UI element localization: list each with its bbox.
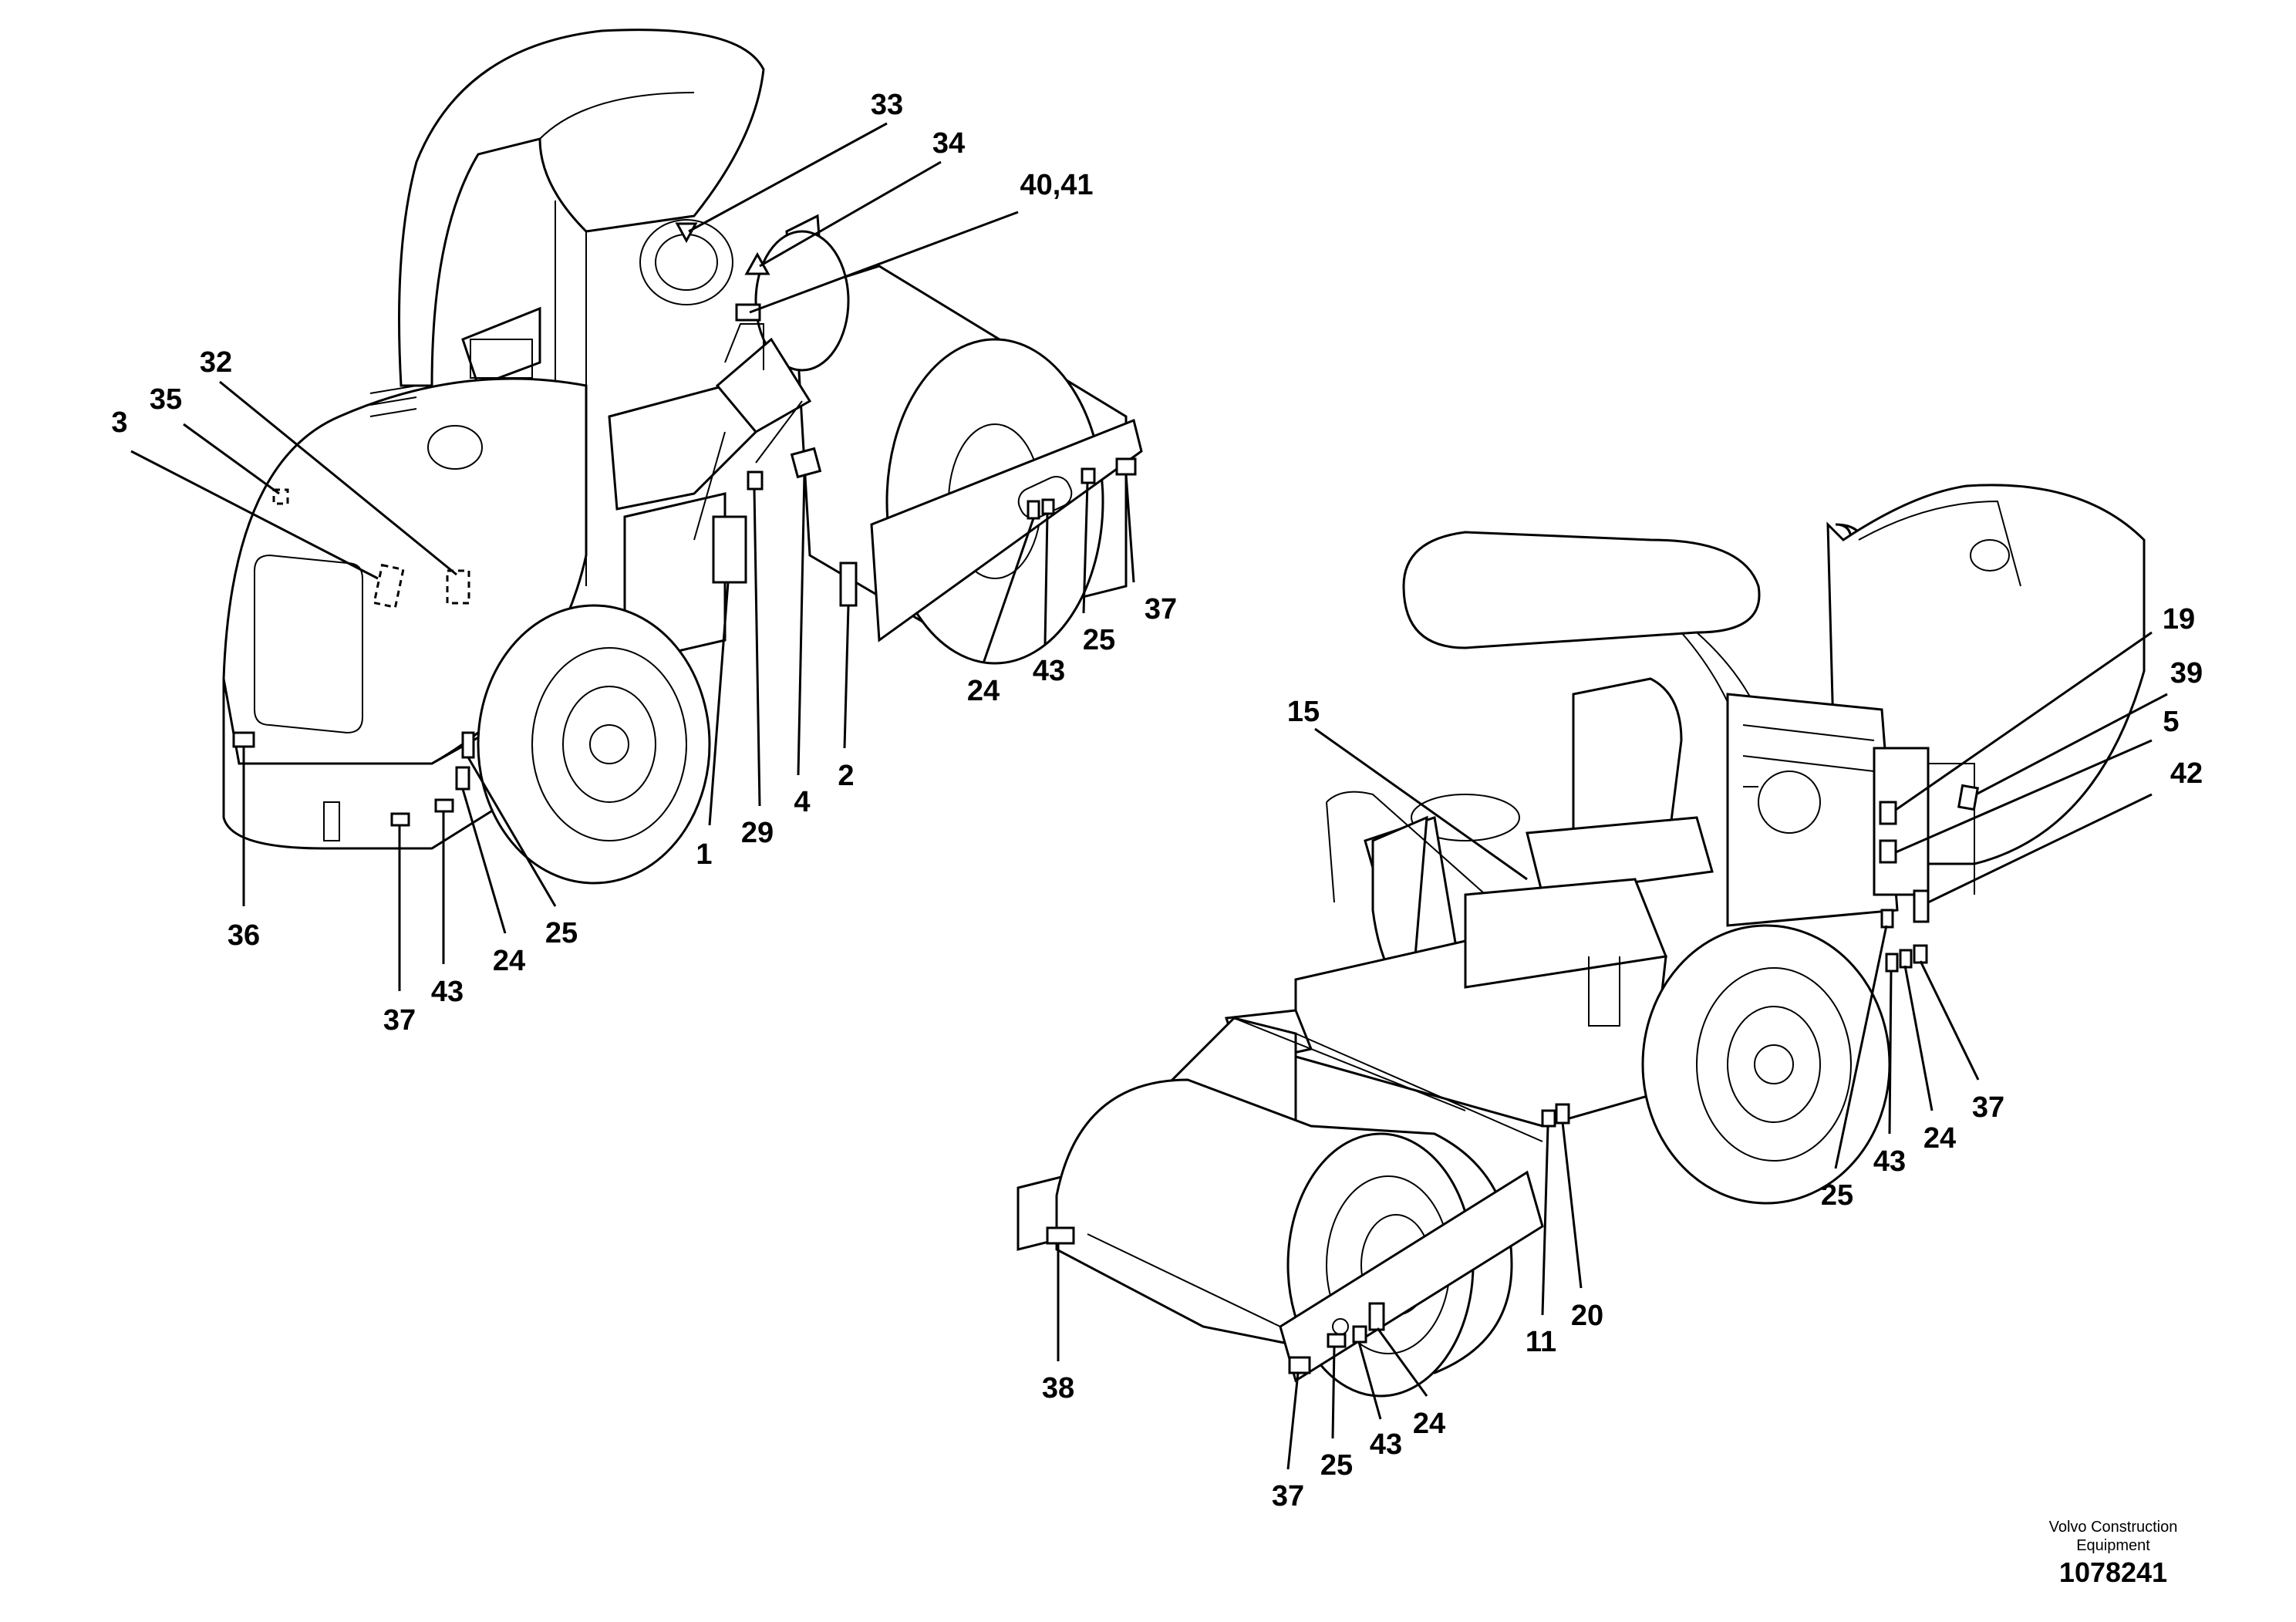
- callout-25-l-rear: 25: [545, 917, 578, 949]
- callout-20: 20: [1571, 1300, 1603, 1332]
- left-roller-illustration: [222, 29, 1143, 885]
- callout-24-r-rear: 24: [1923, 1122, 1956, 1155]
- callout-15: 15: [1287, 696, 1320, 728]
- decal-24-r-front: [1368, 1302, 1385, 1331]
- callout-40-41: 40,41: [1020, 169, 1093, 201]
- callout-24-r-front: 24: [1413, 1408, 1445, 1440]
- footer-company-line1: Volvo Construction: [2048, 1519, 2178, 1536]
- right-roller-illustration: [1017, 484, 2146, 1398]
- decal-32: [446, 569, 470, 605]
- drawing-number: 1078241: [2058, 1556, 2168, 1588]
- decal-36: [232, 731, 255, 748]
- decal-33: [675, 222, 698, 244]
- callout-39: 39: [2170, 657, 2203, 690]
- decal-25-r-front: [1327, 1333, 1347, 1348]
- decal-25-l-rear: [461, 731, 475, 759]
- decal-5: [1879, 839, 1897, 864]
- decal-11: [1541, 1109, 1556, 1128]
- right-callout-labels: 19 39 5 42 15 25 43 24 37 11 20 38 37 25…: [1042, 603, 2203, 1512]
- decal-37-r-front: [1288, 1356, 1311, 1374]
- callout-5: 5: [2163, 706, 2179, 738]
- decal-43-l-front: [1041, 498, 1055, 515]
- decal-24-l-front: [1027, 500, 1040, 520]
- decal-24-l-rear: [455, 766, 470, 791]
- callout-37-l-rear: 37: [383, 1004, 416, 1037]
- callout-33: 33: [871, 89, 903, 121]
- callout-4: 4: [794, 786, 810, 818]
- decal-2: [839, 561, 858, 607]
- decal-4: [790, 447, 822, 479]
- decal-25-l-front: [1081, 467, 1096, 484]
- callout-36: 36: [228, 919, 260, 952]
- decal-19: [1879, 801, 1897, 825]
- decal-40-41: [735, 303, 761, 322]
- decal-25-r-rear: [1880, 909, 1894, 929]
- decal-1: [712, 515, 747, 584]
- decal-37-l-rear: [390, 812, 410, 827]
- right-leader-lines: [1057, 631, 2168, 1470]
- callout-25-l-front: 25: [1083, 624, 1115, 656]
- callout-34: 34: [932, 127, 965, 160]
- right-decals: [1046, 784, 1980, 1374]
- decal-43-r-rear: [1885, 953, 1899, 973]
- callout-38: 38: [1042, 1372, 1074, 1404]
- callout-42: 42: [2170, 757, 2203, 790]
- callout-3: 3: [111, 406, 127, 439]
- decal-39: [1957, 784, 1980, 811]
- decal-29: [747, 470, 764, 491]
- callout-35: 35: [150, 383, 182, 416]
- callout-43-r-rear: 43: [1873, 1145, 1906, 1178]
- callout-24-l-front: 24: [967, 675, 1000, 707]
- decal-24-r-rear: [1899, 949, 1913, 969]
- callout-43-l-rear: 43: [431, 976, 464, 1008]
- callout-43-l-front: 43: [1033, 655, 1065, 687]
- decal-38: [1046, 1226, 1075, 1245]
- callout-37-r-rear: 37: [1972, 1091, 2004, 1124]
- callout-32: 32: [200, 346, 232, 379]
- callout-25-r-front: 25: [1320, 1449, 1353, 1482]
- decal-43-l-rear: [434, 798, 454, 813]
- decal-37-r-rear: [1913, 944, 1928, 964]
- callout-37-l-front: 37: [1145, 593, 1177, 626]
- decal-37-l-front: [1115, 457, 1137, 476]
- callout-19: 19: [2163, 603, 2195, 636]
- footer-company: Volvo Construction Equipment: [1990, 1518, 2237, 1555]
- callout-24-l-rear: 24: [493, 945, 525, 977]
- callout-43-r-front: 43: [1370, 1428, 1402, 1461]
- callout-29: 29: [741, 817, 774, 849]
- callout-11: 11: [1526, 1326, 1556, 1358]
- callout-37-r-front: 37: [1272, 1480, 1304, 1512]
- decal-20: [1555, 1103, 1570, 1125]
- left-callout-labels: 33 34 40,41 32 35 3 1 29 4 2 24 43 25 37…: [111, 89, 1177, 1037]
- callout-25-r-rear: 25: [1821, 1179, 1853, 1212]
- left-leader-lines: [130, 122, 1135, 991]
- callout-2: 2: [838, 760, 854, 792]
- footer-company-line2: Equipment: [2076, 1537, 2150, 1554]
- decal-42: [1913, 889, 1930, 923]
- decal-3: [373, 563, 405, 609]
- decal-43-r-front: [1352, 1325, 1367, 1344]
- callout-1: 1: [696, 838, 712, 871]
